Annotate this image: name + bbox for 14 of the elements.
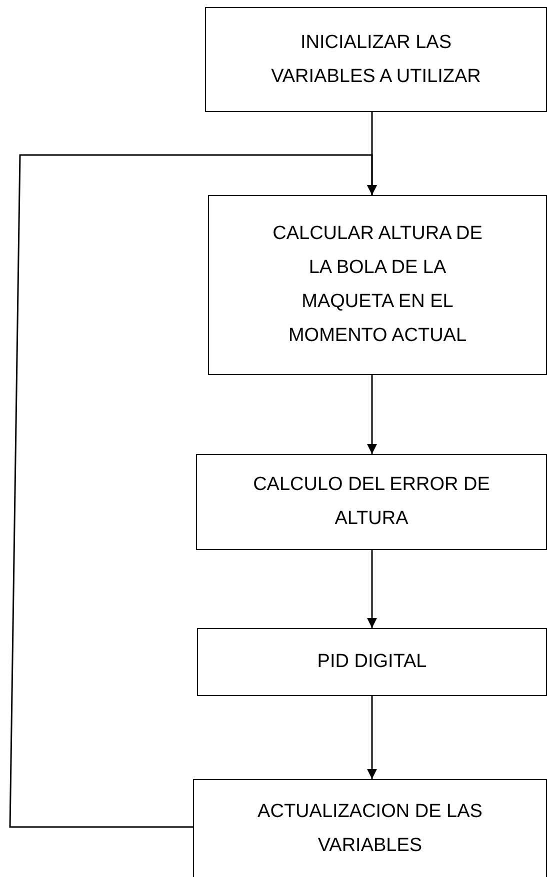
arrow — [9, 154, 377, 828]
process-box — [208, 195, 547, 375]
process-box — [193, 779, 547, 877]
process-box — [197, 628, 547, 696]
process-box — [205, 7, 547, 112]
arrow — [367, 375, 377, 454]
process-box — [196, 454, 547, 550]
arrow — [367, 696, 377, 779]
box-text: ACTUALIZACION DE LAS VARIABLES — [256, 800, 484, 858]
box-text: PID DIGITAL — [317, 650, 427, 674]
box-text: CALCULO DEL ERROR DE ALTURA — [252, 473, 491, 531]
box-text: INICIALIZAR LAS VARIABLES A UTILIZAR — [270, 30, 482, 88]
box-text: CALCULAR ALTURA DE LA BOLA DE LA MAQUETA EN EL MOMENTO ACTUAL — [272, 222, 484, 348]
arrow — [367, 550, 377, 628]
